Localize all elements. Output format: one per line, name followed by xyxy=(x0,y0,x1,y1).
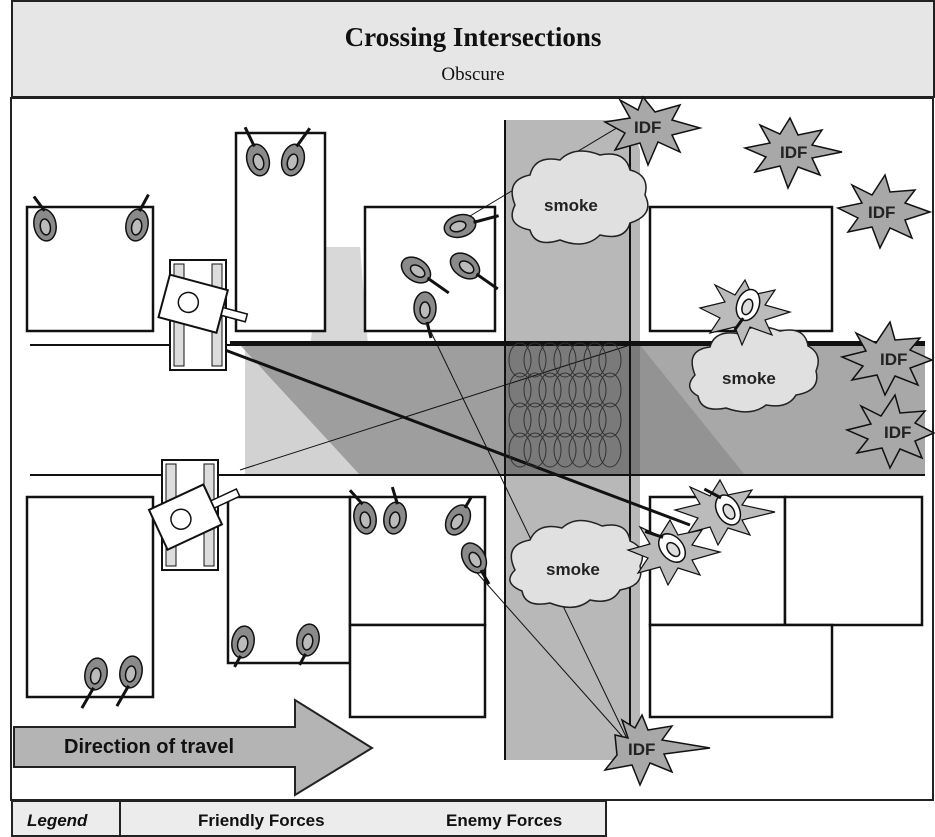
smoke-cloud-south xyxy=(509,519,644,609)
idf-label: IDF xyxy=(884,423,912,442)
fire-line-thin-1 xyxy=(239,344,631,471)
smoke-cloud-north xyxy=(511,150,649,245)
friendly-soldier xyxy=(400,256,450,295)
tank-north xyxy=(157,259,249,371)
fire-line-diagonal xyxy=(224,348,691,527)
enemy-forces xyxy=(644,288,761,563)
idf-label: IDF xyxy=(780,143,808,162)
friendly-soldier xyxy=(80,657,108,709)
direction-label: Direction of travel xyxy=(64,736,235,758)
obstacle-coils xyxy=(508,342,622,468)
friendly-soldier xyxy=(449,252,499,291)
friendly-soldier xyxy=(383,486,407,535)
enemy-soldier xyxy=(703,487,742,526)
building-sw-4 xyxy=(348,623,487,719)
friendly-soldier xyxy=(32,195,57,242)
friendly-soldier xyxy=(444,496,473,536)
friendly-soldier xyxy=(296,623,320,666)
diagram-subtitle: Obscure xyxy=(441,64,505,85)
smoke-clouds xyxy=(509,150,819,609)
idf-burst-4 xyxy=(839,320,934,397)
idf-burst-1 xyxy=(602,95,703,168)
legend: Legend Friendly Forces Enemy Forces xyxy=(11,800,607,837)
enemy-soldier xyxy=(733,288,761,331)
smoke-label: smoke xyxy=(722,369,776,388)
sector-intersection xyxy=(505,345,640,475)
header-panel: Crossing Intersections Obscure xyxy=(11,0,935,98)
idf-bursts xyxy=(602,95,935,787)
idf-label: IDF xyxy=(628,740,656,759)
building-se-3 xyxy=(648,623,834,719)
diagram-title: Crossing Intersections xyxy=(344,22,602,52)
direction-arrow xyxy=(13,698,374,797)
friendly-soldier xyxy=(231,625,255,668)
legend-friendly-label: Friendly Forces xyxy=(198,811,325,830)
friendly-soldier xyxy=(243,126,271,177)
enemy-soldier xyxy=(644,530,687,563)
fire-line-thin-2 xyxy=(429,329,631,746)
smoke-label: smoke xyxy=(546,560,600,579)
fire-line-thin-3 xyxy=(469,564,631,746)
friendly-soldier xyxy=(125,193,150,242)
legend-enemy-label: Enemy Forces xyxy=(446,811,563,830)
building-se-2 xyxy=(783,495,924,627)
idf-burst-6 xyxy=(603,713,711,787)
idf-burst-2 xyxy=(742,116,843,190)
legend-divider xyxy=(119,802,121,835)
idf-label: IDF xyxy=(880,350,908,369)
tank-south xyxy=(147,459,241,571)
legend-title: Legend xyxy=(27,811,88,830)
smoke-label: smoke xyxy=(544,196,598,215)
friendly-soldier xyxy=(115,655,143,707)
friendly-soldier xyxy=(348,489,377,535)
idf-label: IDF xyxy=(868,203,896,222)
friendly-forces xyxy=(32,126,500,709)
idf-burst-3 xyxy=(835,173,933,250)
smoke-cloud-east xyxy=(689,325,819,413)
friendly-soldier xyxy=(443,213,500,239)
idf-label: IDF xyxy=(634,118,662,137)
friendly-soldier xyxy=(280,127,312,177)
friendly-soldier xyxy=(413,291,437,339)
idf-burst-5 xyxy=(844,393,935,470)
friendly-soldier xyxy=(460,542,491,585)
